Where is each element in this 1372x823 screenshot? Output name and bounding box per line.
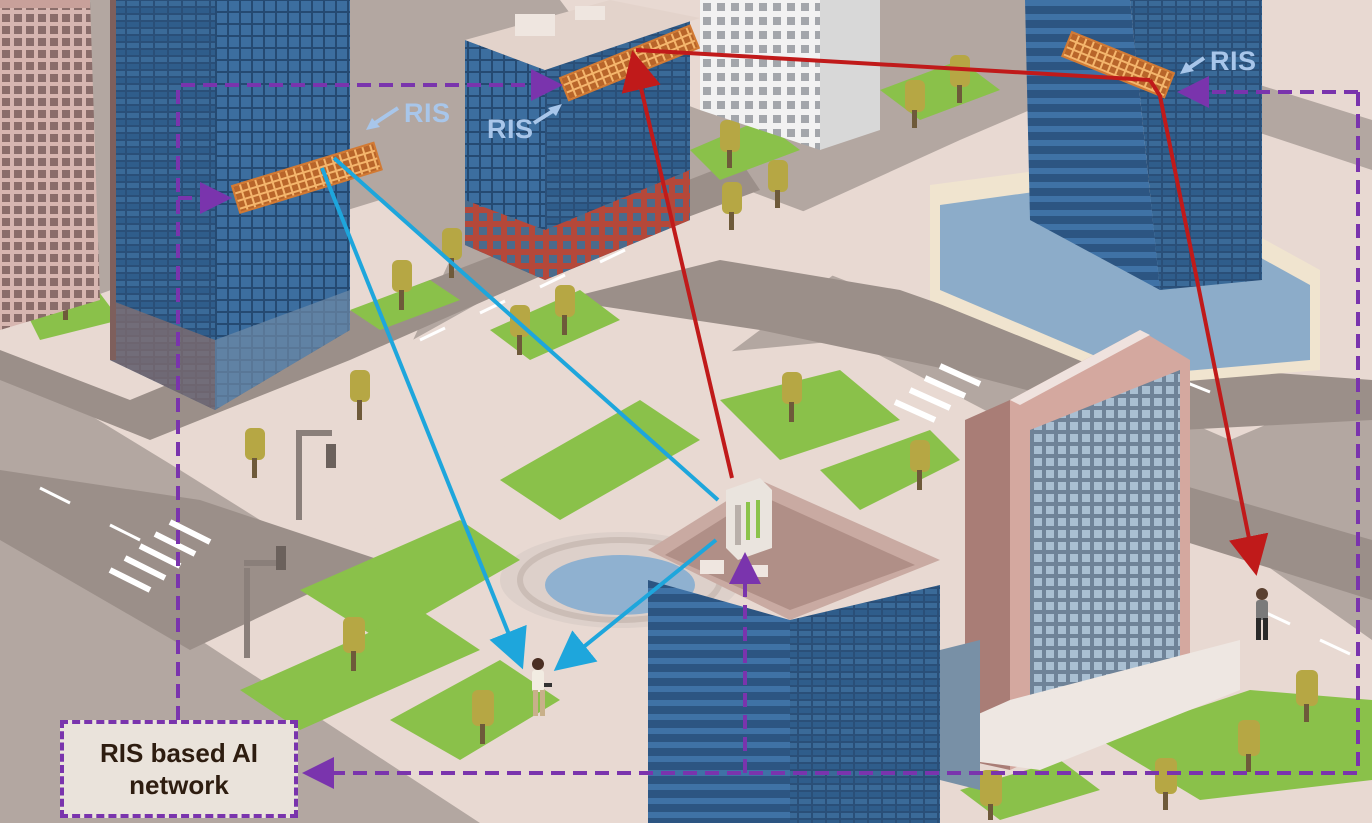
tree-icon — [1155, 758, 1177, 810]
tree-icon — [768, 160, 788, 208]
link-bs-ris-left — [332, 156, 720, 502]
building-right-tower — [930, 0, 1320, 385]
grass-patches — [20, 60, 1372, 820]
ris-ai-network-controller: RIS based AI network — [60, 720, 298, 818]
tree-icon — [392, 260, 412, 310]
tree-icon — [1238, 720, 1260, 772]
tree-icon — [720, 120, 740, 168]
link-ris-right-pedestrian — [1148, 78, 1269, 576]
ris-label-right: RIS — [1180, 46, 1257, 76]
tree-icon — [442, 228, 462, 278]
tree-icon — [472, 690, 494, 744]
control-link-left — [176, 69, 563, 720]
traffic-light-icon — [244, 546, 286, 658]
building-left-glass-tower — [110, 0, 350, 410]
trees — [56, 55, 1318, 820]
link-ris-center-ris-right — [635, 48, 1151, 82]
ris-panel-left — [230, 141, 383, 215]
ris-user-links — [320, 156, 720, 672]
tree-icon — [1296, 670, 1318, 722]
tree-icon — [980, 770, 1002, 820]
building-white — [700, 0, 880, 150]
controller-title-line2: network — [129, 770, 229, 800]
tree-icon — [910, 440, 930, 490]
ris-label-center: RIS — [487, 104, 562, 144]
pedestrian-icon — [1256, 588, 1268, 640]
building-center-foreground — [648, 480, 940, 823]
tree-icon — [950, 55, 970, 103]
control-links — [176, 69, 1360, 789]
traffic-light-icon — [296, 430, 336, 520]
link-bs-user — [553, 538, 718, 672]
tree-icon — [245, 428, 265, 478]
tree-icon — [343, 617, 365, 671]
user-person-icon — [532, 658, 552, 716]
tree-icon — [350, 370, 370, 420]
tree-icon — [905, 80, 925, 128]
link-bs-ris-center — [621, 50, 734, 479]
tree-icon — [722, 182, 742, 230]
crosswalk — [108, 363, 982, 593]
controller-title-line1: RIS based AI — [100, 737, 258, 768]
building-right-foreground — [940, 330, 1240, 790]
control-link-bottom — [302, 92, 1360, 789]
link-ris-left-user — [320, 167, 527, 670]
ris-label-left: RIS — [366, 98, 451, 130]
ris-label-text: RIS — [1210, 46, 1257, 76]
tree-icon — [782, 372, 802, 422]
ris-label-text: RIS — [487, 114, 534, 144]
tree-icon — [555, 285, 575, 335]
base-station-icon — [726, 478, 772, 560]
bs-ris-links — [621, 48, 1269, 576]
ris-label-text: RIS — [404, 98, 451, 128]
building-left-edge — [0, 0, 100, 330]
